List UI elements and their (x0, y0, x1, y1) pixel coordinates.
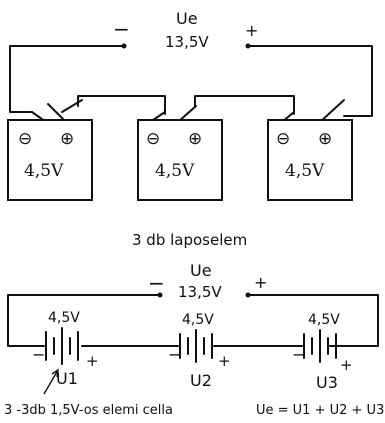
cell-1-neg: − (32, 345, 45, 364)
bottom-wire-negative (7, 294, 159, 347)
battery-3-neg: ⊖ (276, 129, 290, 149)
cell-2-neg: − (168, 345, 181, 364)
cell-1-label: U1 (56, 369, 78, 388)
top-minus-terminal (121, 43, 127, 49)
bottom-plus-terminal (245, 292, 251, 298)
flat-battery-1: ⊖ ⊕ 4,5V (7, 99, 93, 201)
bottom-formula: Ue = U1 + U2 + U3 (256, 403, 384, 418)
top-wire-positive (249, 45, 373, 117)
cell-3-voltage: 4,5V (308, 312, 340, 328)
cell-1-pointer-arrow (43, 368, 59, 395)
bottom-plus-sign: + (254, 273, 267, 292)
battery-2-body (137, 119, 223, 201)
bottom-minus-sign: − (148, 271, 165, 295)
bottom-minus-terminal (157, 292, 163, 298)
flat-battery-3: ⊖ ⊕ 4,5V (267, 99, 353, 201)
cell-group-1: 4,5V − + U1 (32, 310, 99, 395)
top-link-1-2 (77, 95, 166, 115)
bottom-wire-positive (249, 294, 379, 347)
cell-group-2: 4,5V − + U2 (168, 312, 231, 390)
top-ue-value: 13,5V (165, 33, 209, 51)
battery-3-tabs (281, 99, 345, 123)
bottom-ue-value: 13,5V (178, 283, 222, 301)
top-ue-label: Ue (176, 9, 198, 28)
battery-1-neg: ⊖ (18, 129, 32, 149)
battery-1-voltage: 4,5V (24, 161, 64, 181)
top-plus-sign: + (245, 21, 258, 40)
battery-3-body (267, 119, 353, 201)
top-link-2-3 (194, 95, 295, 115)
cell-3-label: U3 (316, 373, 338, 392)
cell-2-voltage: 4,5V (182, 312, 214, 328)
battery-1-long-tab (61, 99, 83, 113)
battery-2-neg: ⊖ (146, 129, 160, 149)
battery-2-pos: ⊕ (188, 129, 202, 149)
battery-2-voltage: 4,5V (155, 161, 195, 181)
bottom-caption: 3 -3db 1,5V-os elemi cella (4, 403, 173, 418)
battery-1-pos: ⊕ (60, 129, 74, 149)
top-minus-sign: − (113, 17, 130, 41)
battery-3-voltage: 4,5V (285, 161, 325, 181)
top-diagram: − + Ue 13,5V ⊖ ⊕ 4,5V ⊖ ⊕ 4,5V (7, 9, 373, 249)
cell-3-neg: − (292, 345, 305, 364)
cell-group-3: 4,5V − + U3 (292, 312, 353, 392)
top-wire-negative (9, 45, 123, 113)
cell-3-pos: + (340, 356, 353, 374)
battery-3-pos: ⊕ (318, 129, 332, 149)
flat-battery-2: ⊖ ⊕ 4,5V (137, 105, 223, 201)
cell-1-pos: + (86, 352, 99, 370)
top-caption: 3 db laposelem (132, 231, 247, 249)
cell-1-voltage: 4,5V (48, 310, 80, 326)
cell-2-label: U2 (190, 371, 212, 390)
bottom-diagram: − + Ue 13,5V 4,5V − + U1 (4, 261, 384, 418)
bottom-ue-label: Ue (190, 261, 212, 280)
cell-2-pos: + (218, 352, 231, 370)
top-plus-terminal (245, 43, 251, 49)
battery-1-body (7, 119, 93, 201)
